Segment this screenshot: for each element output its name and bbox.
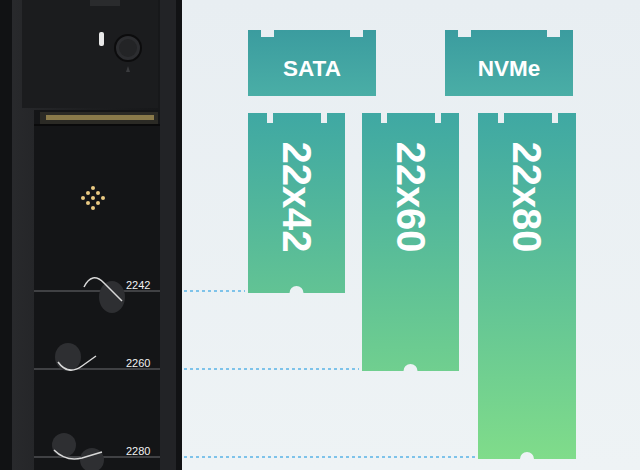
position-label: 2260: [126, 358, 150, 369]
size-label: 22x80: [507, 141, 547, 252]
interface-name: NVMe: [445, 56, 573, 82]
position-label: 2242: [126, 280, 150, 291]
interface-tag: NVMe: [445, 30, 573, 96]
interface-tag: SATA: [248, 30, 376, 96]
size-label: 22x42: [277, 141, 317, 252]
ssd-card: 22x80: [478, 113, 576, 459]
position-label: 2280: [126, 446, 150, 457]
ssd-card: 22x60: [362, 113, 459, 371]
size-label: 22x60: [391, 141, 431, 252]
interface-name: SATA: [248, 56, 376, 82]
ssd-card: 22x42: [248, 113, 345, 293]
